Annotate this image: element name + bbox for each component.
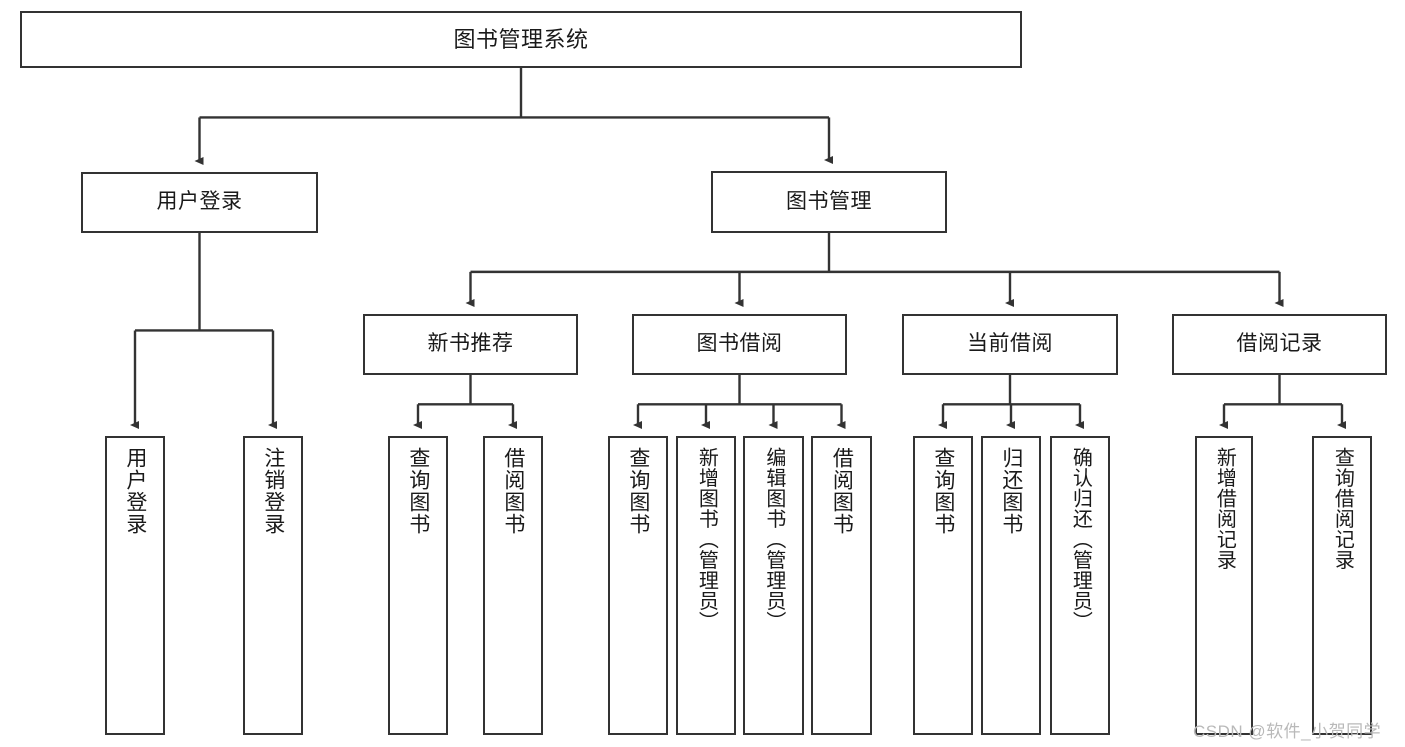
- node-label-root: 图书管理系统: [453, 26, 589, 52]
- node-label-new-book-recommend: 新书推荐: [427, 332, 514, 356]
- node-label-bb-add-book: 新增图书（管理员）: [695, 447, 718, 632]
- node-br-query-record[interactable]: 查询借阅记录: [1312, 436, 1372, 735]
- node-nbr-borrow-book[interactable]: 借阅图书: [483, 436, 543, 735]
- node-root[interactable]: 图书管理系统: [20, 11, 1022, 68]
- csdn-watermark: CSDN @软件_小贺同学: [1193, 722, 1382, 741]
- node-label-cb-query-book: 查询图书: [931, 447, 955, 535]
- node-user-logout[interactable]: 注销登录: [243, 436, 303, 735]
- node-cb-query-book[interactable]: 查询图书: [913, 436, 973, 735]
- node-label-br-add-record: 新增借阅记录: [1213, 447, 1236, 570]
- node-label-br-query-record: 查询借阅记录: [1331, 447, 1354, 570]
- node-label-bb-borrow-book: 借阅图书: [830, 447, 854, 535]
- node-label-bb-query-book: 查询图书: [626, 447, 650, 535]
- node-label-nbr-borrow-book: 借阅图书: [501, 447, 525, 535]
- node-bb-add-book[interactable]: 新增图书（管理员）: [676, 436, 736, 735]
- node-user-login[interactable]: 用户登录: [81, 172, 318, 233]
- node-current-borrow[interactable]: 当前借阅: [902, 314, 1118, 375]
- node-label-current-borrow: 当前借阅: [967, 332, 1053, 356]
- node-user-login-do[interactable]: 用户登录: [105, 436, 165, 735]
- node-br-add-record[interactable]: 新增借阅记录: [1195, 436, 1253, 735]
- node-book-manage[interactable]: 图书管理: [711, 171, 947, 233]
- node-label-cb-confirm-return: 确认归还（管理员）: [1069, 447, 1092, 632]
- node-label-book-manage: 图书管理: [786, 189, 872, 213]
- node-bb-borrow-book[interactable]: 借阅图书: [811, 436, 872, 735]
- node-nbr-query-book[interactable]: 查询图书: [388, 436, 448, 735]
- node-label-bb-edit-book: 编辑图书（管理员）: [762, 447, 785, 632]
- node-label-nbr-query-book: 查询图书: [406, 447, 430, 535]
- node-borrow-record[interactable]: 借阅记录: [1172, 314, 1387, 375]
- node-label-book-borrow: 图书借阅: [696, 332, 783, 356]
- node-label-user-logout: 注销登录: [261, 447, 285, 535]
- node-label-borrow-record: 借阅记录: [1236, 332, 1323, 356]
- node-book-borrow[interactable]: 图书借阅: [632, 314, 847, 375]
- node-new-book-recommend[interactable]: 新书推荐: [363, 314, 578, 375]
- node-label-cb-return-book: 归还图书: [999, 447, 1023, 535]
- node-cb-confirm-return[interactable]: 确认归还（管理员）: [1050, 436, 1110, 735]
- node-bb-edit-book[interactable]: 编辑图书（管理员）: [743, 436, 804, 735]
- node-label-user-login: 用户登录: [156, 190, 243, 214]
- node-label-user-login-do: 用户登录: [123, 447, 147, 535]
- node-bb-query-book[interactable]: 查询图书: [608, 436, 668, 735]
- node-cb-return-book[interactable]: 归还图书: [981, 436, 1041, 735]
